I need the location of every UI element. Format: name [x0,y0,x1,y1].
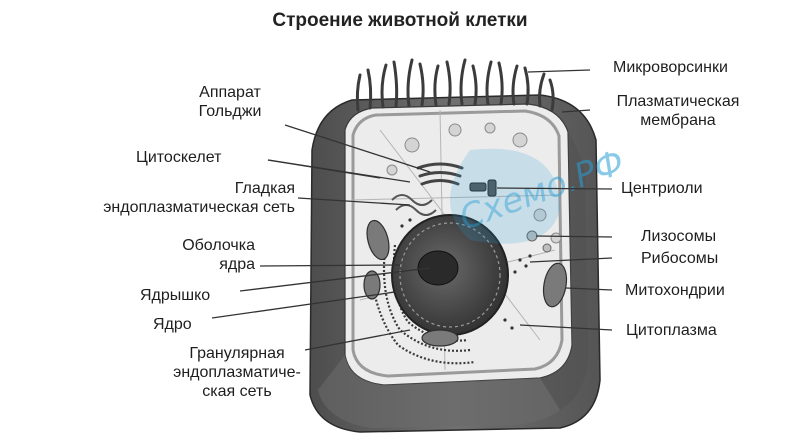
mitochondria [363,219,568,347]
smooth-er [391,194,437,216]
label-golgi-line2: Гольджи [198,103,262,120]
centrioles [469,179,497,197]
label-nuclear-envelope-line2: ядра [219,256,255,273]
label-centrioles: Центриоли [621,180,703,197]
label-rough-er-line3: ская сеть [202,383,272,400]
label-cytoplasm: Цитоплазма [626,322,717,339]
label-nucleus: Ядро [153,316,192,333]
lysosomes [526,230,552,253]
nucleolus-shape [417,250,459,286]
leader-lines-right [496,69,613,331]
label-plasma-membrane: Плазматическая мембрана [598,92,758,130]
microvilli [355,58,555,112]
golgi-apparatus [416,162,464,186]
label-smooth-er-line1: Гладкая [234,180,295,197]
plasma-membrane-rim [351,109,564,378]
label-smooth-er-line2: эндоплазматическая сеть [103,199,295,216]
shell-right-face [540,132,588,410]
leader-lines-left [211,124,431,351]
label-cytoskeleton: Цитоскелет [136,149,222,166]
label-mitochondria: Митохондрии [625,282,725,299]
label-rough-er-line2: эндоплазматиче- [173,364,301,381]
label-lysosomes: Лизосомы [641,228,717,245]
label-nucleolus: Ядрышко [140,287,211,304]
page-title: Строение животной клетки [272,10,528,31]
label-rough-er: Гранулярная эндоплазматиче- ская сеть [162,344,312,401]
nucleus [391,214,509,336]
ribosomes [400,218,532,330]
label-ribosomes: Рибосомы [641,250,719,267]
label-plasma-membrane-line2: мембрана [640,112,716,129]
label-golgi-line1: Аппарат [199,84,261,101]
label-nuclear-envelope-line1: Оболочка [182,237,255,254]
label-golgi: Аппарат Гольджи [185,83,275,121]
label-plasma-membrane-line1: Плазматическая [616,93,740,110]
label-microvilli: Микроворсинки [613,59,728,76]
vesicles [386,122,562,244]
label-nuclear-envelope: Оболочка ядра [150,236,255,274]
shell-bottom-face [318,355,560,428]
label-smooth-er: Гладкая эндоплазматическая сеть [50,179,295,217]
label-rough-er-line1: Гранулярная [189,345,285,362]
rough-er [370,244,476,365]
